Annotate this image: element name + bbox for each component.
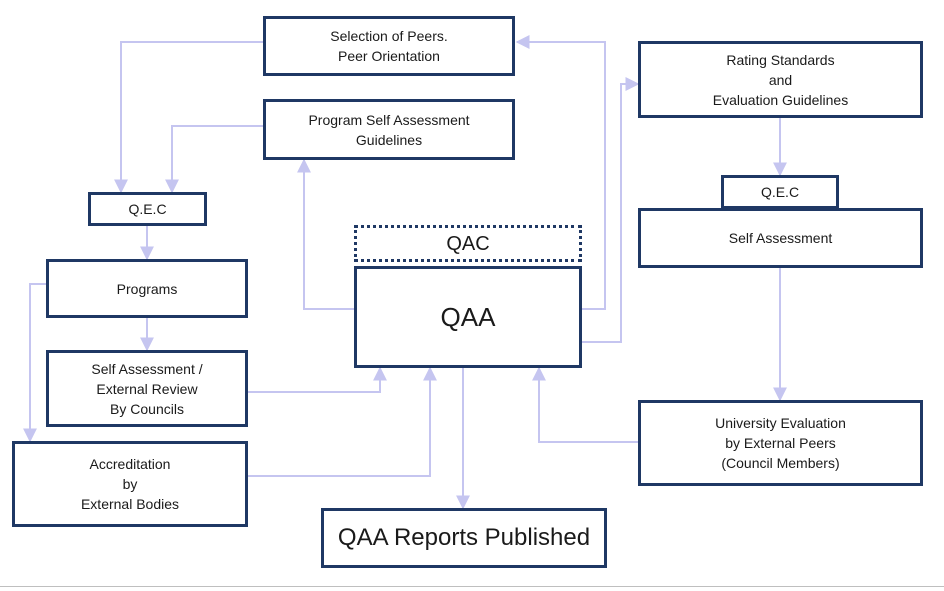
qaa-box: QAA xyxy=(354,266,582,368)
connector-qaa-to-rating xyxy=(581,77,640,343)
connector-guidelines-to-qec-left xyxy=(165,125,263,194)
rating-standards-box: Rating Standards and Evaluation Guidelin… xyxy=(638,41,923,118)
programs-box: Programs xyxy=(46,259,248,318)
qec-left-box: Q.E.C xyxy=(88,192,207,226)
connector-qaa-to-guidelines xyxy=(297,158,355,310)
bottom-divider xyxy=(0,586,944,587)
connector-accreditation-to-qaa xyxy=(247,366,437,477)
connector-qaa-to-selection xyxy=(515,35,606,310)
program-self-assessment-guidelines-box: Program Self Assessment Guidelines xyxy=(263,99,515,160)
qec-right-box: Q.E.C xyxy=(721,175,839,209)
connector-selection-to-qec-left xyxy=(114,41,263,194)
qaa-reports-published-box: QAA Reports Published xyxy=(321,508,607,568)
connector-university-to-qaa xyxy=(532,366,638,443)
selection-of-peers-box: Selection of Peers. Peer Orientation xyxy=(263,16,515,76)
connector-self-review-to-qaa xyxy=(247,366,387,393)
qac-box: QAC xyxy=(354,225,582,262)
self-assessment-box: Self Assessment xyxy=(638,208,923,268)
university-evaluation-box: University Evaluation by External Peers … xyxy=(638,400,923,486)
connector-programs-to-accreditation xyxy=(23,283,47,443)
self-assessment-external-review-box: Self Assessment / External Review By Cou… xyxy=(46,350,248,427)
accreditation-box: Accreditation by External Bodies xyxy=(12,441,248,527)
